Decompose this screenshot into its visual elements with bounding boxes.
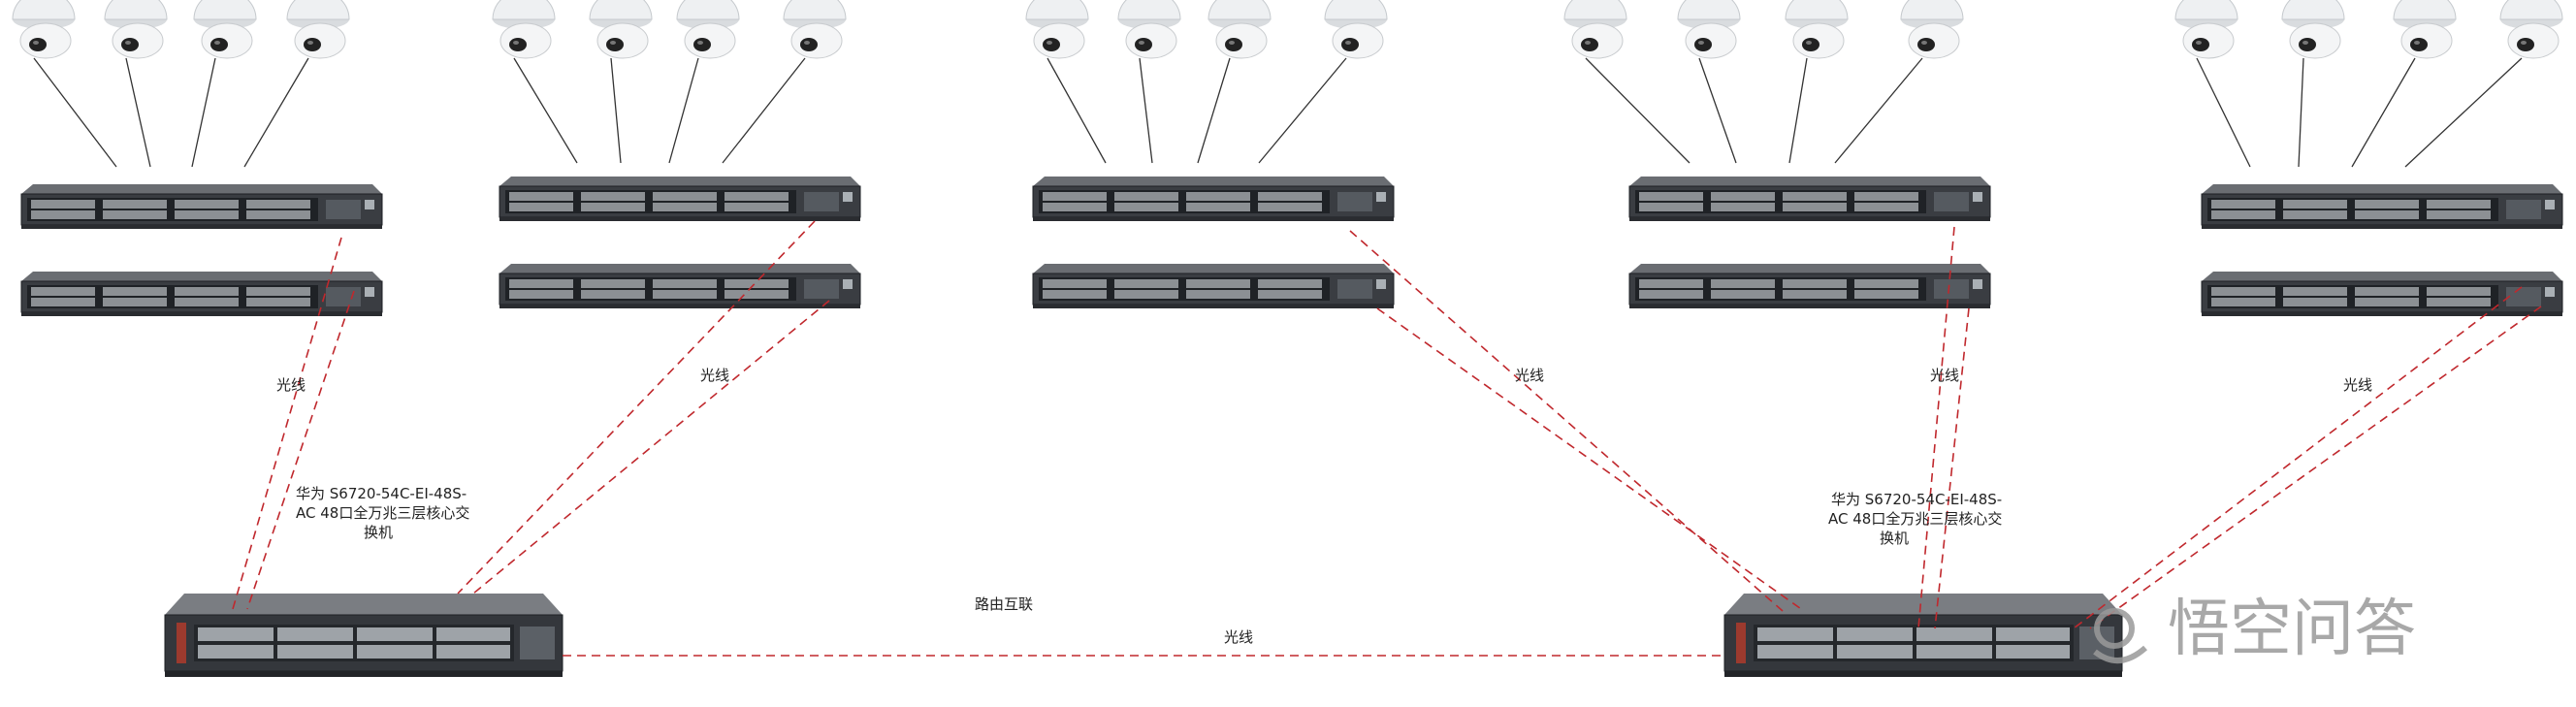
dome-camera-icon — [104, 0, 168, 59]
watermark-text: 悟空问答 — [2168, 594, 2416, 665]
dome-camera-icon — [12, 0, 76, 59]
camera-group-5 — [2174, 0, 2563, 168]
fiber-link — [2073, 286, 2523, 629]
core-switch-label-line: 换机 — [364, 524, 393, 541]
watermark-logo-icon — [2093, 608, 2147, 663]
fiber-link — [457, 220, 816, 595]
dome-camera-icon — [193, 0, 257, 59]
camera-cables — [513, 57, 806, 164]
camera-cables — [1585, 57, 1923, 164]
fiber-links — [232, 220, 2542, 657]
fiber-label: 光线 — [2343, 376, 2372, 394]
access-switch-stack-1 — [20, 183, 383, 317]
access-switch-icon — [2201, 271, 2563, 317]
dome-camera-icon — [1785, 0, 1849, 59]
fiber-link — [1934, 307, 1970, 629]
camera-group-1 — [12, 0, 350, 168]
fiber-link — [232, 237, 342, 610]
access-switch-icon — [20, 271, 383, 317]
fiber-label: 光线 — [1930, 367, 1959, 384]
dome-camera-icon — [286, 0, 350, 59]
dome-camera-icon — [2393, 0, 2457, 59]
dome-camera-icon — [1677, 0, 1741, 59]
core-switch-label-line: 换机 — [1880, 530, 1909, 547]
camera-group-2 — [492, 0, 847, 164]
fiber-label: 光线 — [1515, 367, 1544, 384]
dome-camera-icon — [1117, 0, 1181, 59]
core-switch-label-line: AC 48口全万兆三层核心交 — [296, 504, 469, 522]
dome-camera-icon — [1208, 0, 1272, 59]
dome-camera-icon — [1563, 0, 1627, 59]
watermark: 悟空问答 — [2093, 594, 2416, 665]
core-switch-right-label: 华为 S6720-54C-EI-48S- AC 48口全万兆三层核心交 换机 — [1828, 491, 2002, 547]
core-switch-left-icon — [164, 593, 564, 678]
dome-camera-icon — [2499, 0, 2563, 59]
dome-camera-icon — [589, 0, 653, 59]
routing-label: 路由互联 — [975, 595, 1033, 613]
access-switch-icon — [1628, 176, 1991, 222]
core-switch-label-line: 华为 S6720-54C-EI-48S- — [1831, 491, 2002, 508]
access-switch-icon — [1032, 176, 1395, 222]
dome-camera-icon — [1324, 0, 1388, 59]
dome-camera-icon — [676, 0, 740, 59]
access-switch-icon — [2201, 183, 2563, 230]
access-switch-icon — [499, 176, 861, 222]
camera-cables — [1046, 57, 1347, 164]
camera-cables — [33, 57, 309, 168]
access-switch-icon — [499, 263, 861, 309]
dome-camera-icon — [1025, 0, 1089, 59]
fiber-link — [1917, 226, 1955, 629]
dome-camera-icon — [492, 0, 556, 59]
fiber-link — [2089, 305, 2542, 629]
core-switch-label-line: AC 48口全万兆三层核心交 — [1828, 510, 2002, 528]
fiber-link — [246, 290, 355, 610]
dome-camera-icon — [783, 0, 847, 59]
fiber-label: 光线 — [276, 376, 306, 394]
core-switch-label-line: 华为 S6720-54C-EI-48S- — [296, 485, 467, 502]
core-switch-right-icon — [1723, 593, 2123, 678]
access-switch-stack-4 — [1628, 176, 1991, 309]
camera-cables — [2196, 57, 2523, 168]
camera-group-4 — [1563, 0, 1964, 164]
access-switch-icon — [1628, 263, 1991, 309]
fiber-link — [1376, 307, 1805, 612]
dome-camera-icon — [2174, 0, 2238, 59]
core-switch-left-label: 华为 S6720-54C-EI-48S- AC 48口全万兆三层核心交 换机 — [296, 485, 469, 541]
fiber-link — [472, 300, 830, 595]
access-switch-stack-3 — [1032, 176, 1395, 309]
fiber-label: 光线 — [700, 367, 729, 384]
access-switch-icon — [20, 183, 383, 230]
camera-group-3 — [1025, 0, 1388, 164]
fiber-label: 光线 — [1224, 628, 1253, 646]
access-switch-icon — [1032, 263, 1395, 309]
fiber-link — [1349, 230, 1784, 612]
access-switch-stack-2 — [499, 176, 861, 309]
dome-camera-icon — [1900, 0, 1964, 59]
dome-camera-icon — [2281, 0, 2345, 59]
